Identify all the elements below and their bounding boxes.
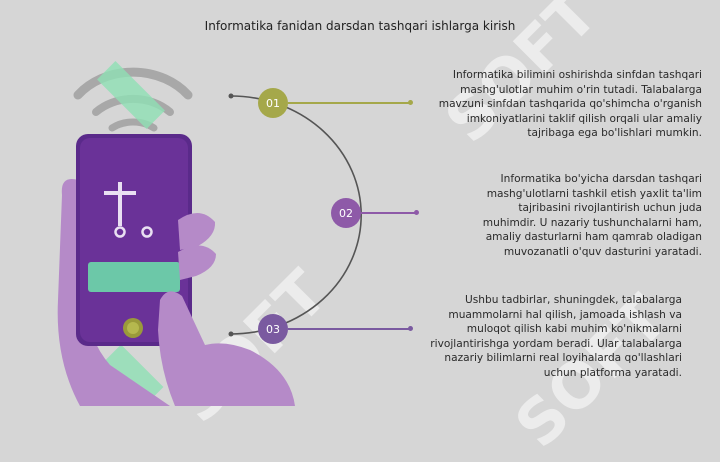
connector-line bbox=[288, 328, 410, 330]
connector-dot bbox=[408, 326, 413, 331]
step-number: 01 bbox=[266, 96, 280, 110]
item-text-02: Informatika bo'yicha darsdan tashqari ma… bbox=[482, 173, 702, 258]
item-text-03: Ushbu tadbirlar, shuningdek, talabalarga… bbox=[430, 294, 682, 379]
step-number: 02 bbox=[339, 206, 353, 220]
step-badge-01: 01 bbox=[258, 88, 288, 118]
item-text-01: Informatika bilimini oshirishda sinfdan … bbox=[438, 69, 702, 140]
connector-dot bbox=[414, 210, 419, 215]
step-badge-02: 02 bbox=[331, 198, 361, 228]
connector-line bbox=[361, 212, 416, 214]
timeline-arc bbox=[228, 93, 362, 337]
slide: SOFT SOFT SOFT Informatika fanidan darsd… bbox=[57, 0, 702, 462]
step-badge-03: 03 bbox=[258, 314, 288, 344]
page-title: Informatika fanidan darsdan tashqari ish… bbox=[204, 19, 516, 33]
step-number: 03 bbox=[266, 322, 280, 336]
connector-dot bbox=[408, 100, 413, 105]
connector-line bbox=[288, 102, 410, 104]
phone-illustration bbox=[57, 61, 295, 406]
